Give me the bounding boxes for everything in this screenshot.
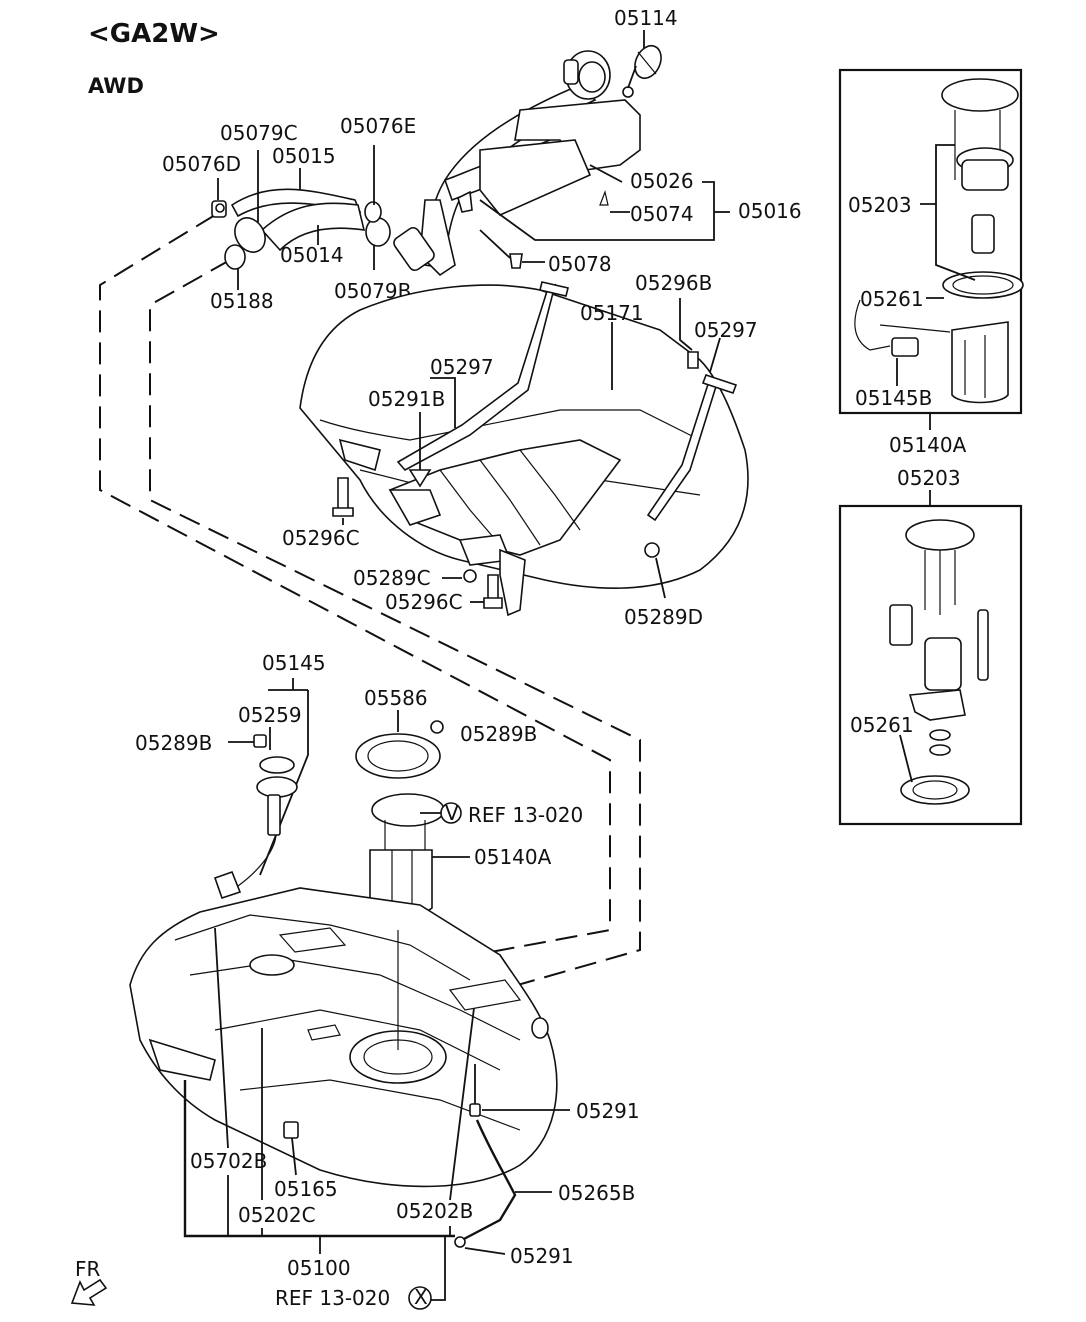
- label-05291-lower: 05291: [510, 1244, 574, 1268]
- label-05100: 05100: [287, 1256, 351, 1280]
- front-label: FR: [75, 1257, 101, 1281]
- label-05202B: 05202B: [396, 1199, 473, 1223]
- label-05702B: 05702B: [190, 1149, 267, 1173]
- label-05289B-right: 05289B: [460, 722, 537, 746]
- label-05076D: 05076D: [162, 152, 241, 176]
- label-05297-right: 05297: [694, 318, 758, 342]
- label-inset1-05261: 05261: [860, 287, 924, 311]
- fuel-level-sender: [213, 756, 298, 900]
- label-05289C: 05289C: [353, 566, 431, 590]
- label-05296C-left: 05296C: [282, 526, 360, 550]
- label-05114: 05114: [614, 6, 678, 30]
- label-05145: 05145: [262, 651, 326, 675]
- label-inset2-title: 05203: [897, 466, 961, 490]
- fuel-cap: [622, 44, 662, 98]
- front-arrow-icon: [70, 1278, 108, 1306]
- model-code: <GA2W>: [88, 19, 220, 49]
- label-inset1-05145B: 05145B: [855, 386, 932, 410]
- filler-pipe-assembly: [393, 50, 641, 277]
- label-inset2-05261: 05261: [850, 713, 914, 737]
- label-05076E: 05076E: [340, 114, 416, 138]
- label-inset1-title: 05140A: [889, 433, 967, 457]
- label-05202C: 05202C: [238, 1203, 316, 1227]
- label-05188: 05188: [210, 289, 274, 313]
- callout-x: X: [414, 1285, 428, 1309]
- label-05291B: 05291B: [368, 387, 445, 411]
- label-05289D: 05289D: [624, 605, 703, 629]
- drive-variant: AWD: [88, 74, 144, 98]
- hose-group: [211, 188, 391, 270]
- inset-pump-assembly-05140A: [838, 68, 1024, 415]
- label-05291-upper: 05291: [576, 1099, 640, 1123]
- label-05171: 05171: [580, 301, 644, 325]
- label-05289B-left: 05289B: [135, 731, 212, 755]
- ref-13-020-upper: REF 13-020: [468, 803, 583, 827]
- label-05079C: 05079C: [220, 121, 298, 145]
- inset-pump-module-05203: [838, 504, 1023, 826]
- label-05165: 05165: [274, 1177, 338, 1201]
- label-05074: 05074: [630, 202, 694, 226]
- label-05297-left: 05297: [430, 355, 494, 379]
- label-inset1-05203: 05203: [848, 193, 912, 217]
- label-05078-upper: 05078: [548, 252, 612, 276]
- label-05296B: 05296B: [635, 271, 712, 295]
- label-05265B: 05265B: [558, 1181, 635, 1205]
- label-05016: 05016: [738, 199, 802, 223]
- label-05586: 05586: [364, 686, 428, 710]
- label-05259: 05259: [238, 703, 302, 727]
- label-05014: 05014: [280, 243, 344, 267]
- label-05296C-right: 05296C: [385, 590, 463, 614]
- pump-gasket-and-pump: [355, 720, 445, 917]
- ref-13-020-lower: REF 13-020: [275, 1286, 390, 1310]
- upper-fuel-tank: [299, 281, 749, 617]
- label-05026: 05026: [630, 169, 694, 193]
- label-05015: 05015: [272, 144, 336, 168]
- callout-v: V: [445, 801, 459, 825]
- lower-fuel-tank: [129, 887, 558, 1188]
- label-05140A-lower: 05140A: [474, 845, 552, 869]
